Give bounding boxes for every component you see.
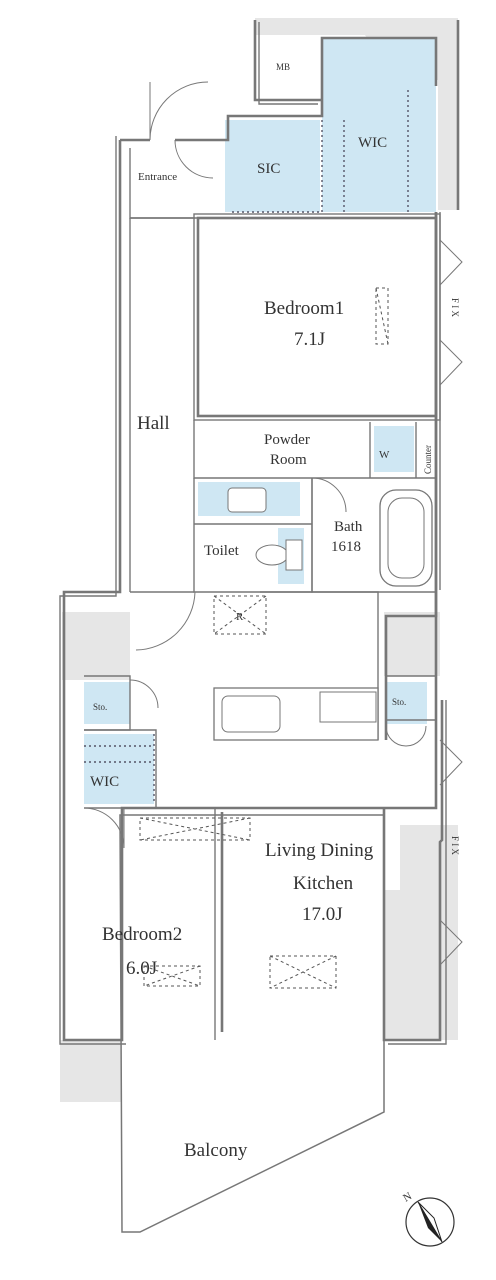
bedroom2-size: 6.0J <box>126 958 157 979</box>
sic-label: SIC <box>257 161 280 177</box>
toilet-label: Toilet <box>204 543 240 559</box>
w-label: W <box>379 449 390 461</box>
balcony-label: Balcony <box>184 1140 248 1161</box>
bedroom2-name: Bedroom2 <box>102 924 182 945</box>
bath-name: Bath <box>334 519 363 535</box>
bedroom1-size: 7.1J <box>294 329 325 350</box>
fix-bottom-label: F I X <box>450 836 460 856</box>
entrance-label: Entrance <box>138 171 177 183</box>
ldk-size: 17.0J <box>302 904 343 925</box>
room-labels: MB Entrance SIC WIC Bedroom1 7.1J Hall P… <box>90 62 460 1205</box>
doors <box>83 81 463 966</box>
wic-top-label: WIC <box>358 135 387 151</box>
sto-left-label: Sto. <box>93 702 107 712</box>
wic-left-label: WIC <box>90 774 119 790</box>
fix-top-label: F I X <box>450 298 460 318</box>
bath-size: 1618 <box>331 539 361 555</box>
powder-label-line1: Powder <box>264 432 310 448</box>
mb-label: MB <box>276 62 290 72</box>
fixtures <box>213 487 433 741</box>
compass <box>405 1197 455 1247</box>
ldk-label-line2: Kitchen <box>293 873 354 894</box>
compass-north-label: N <box>401 1190 414 1204</box>
sto-right-label: Sto. <box>392 697 406 707</box>
balcony-floor <box>119 814 385 1233</box>
counter-label: Counter <box>423 445 433 474</box>
powder-label-line2: Room <box>270 452 307 468</box>
ldk-label-line1: Living Dining <box>265 840 374 861</box>
shelf-lines <box>84 90 409 989</box>
r-label: R <box>236 611 244 623</box>
hall-label: Hall <box>137 413 170 434</box>
bedroom1-name: Bedroom1 <box>264 298 344 319</box>
